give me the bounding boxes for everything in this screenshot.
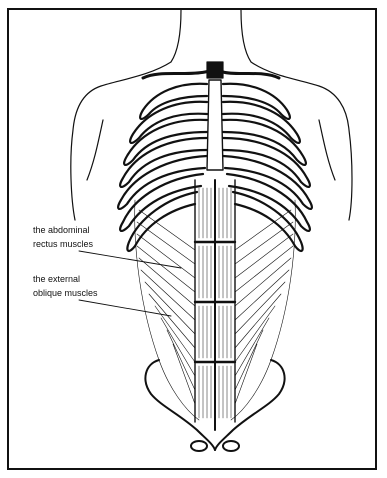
label-oblique-line2: oblique muscles — [33, 286, 98, 300]
sternum — [207, 62, 223, 170]
leader-line-oblique — [79, 300, 171, 316]
body-outline — [71, 10, 352, 220]
figure-frame: the abdominal rectus muscles the externa… — [7, 8, 377, 470]
label-rectus-line2: rectus muscles — [33, 237, 93, 251]
label-abdominal-rectus-muscles: the abdominal rectus muscles — [33, 223, 93, 251]
rectus-abdominis — [195, 180, 235, 430]
leader-line-rectus — [79, 251, 181, 268]
ribs-right — [223, 84, 312, 251]
label-oblique-line1: the external — [33, 272, 98, 286]
ribs-left — [118, 84, 207, 251]
label-rectus-line1: the abdominal — [33, 223, 93, 237]
label-external-oblique-muscles: the external oblique muscles — [33, 272, 98, 300]
